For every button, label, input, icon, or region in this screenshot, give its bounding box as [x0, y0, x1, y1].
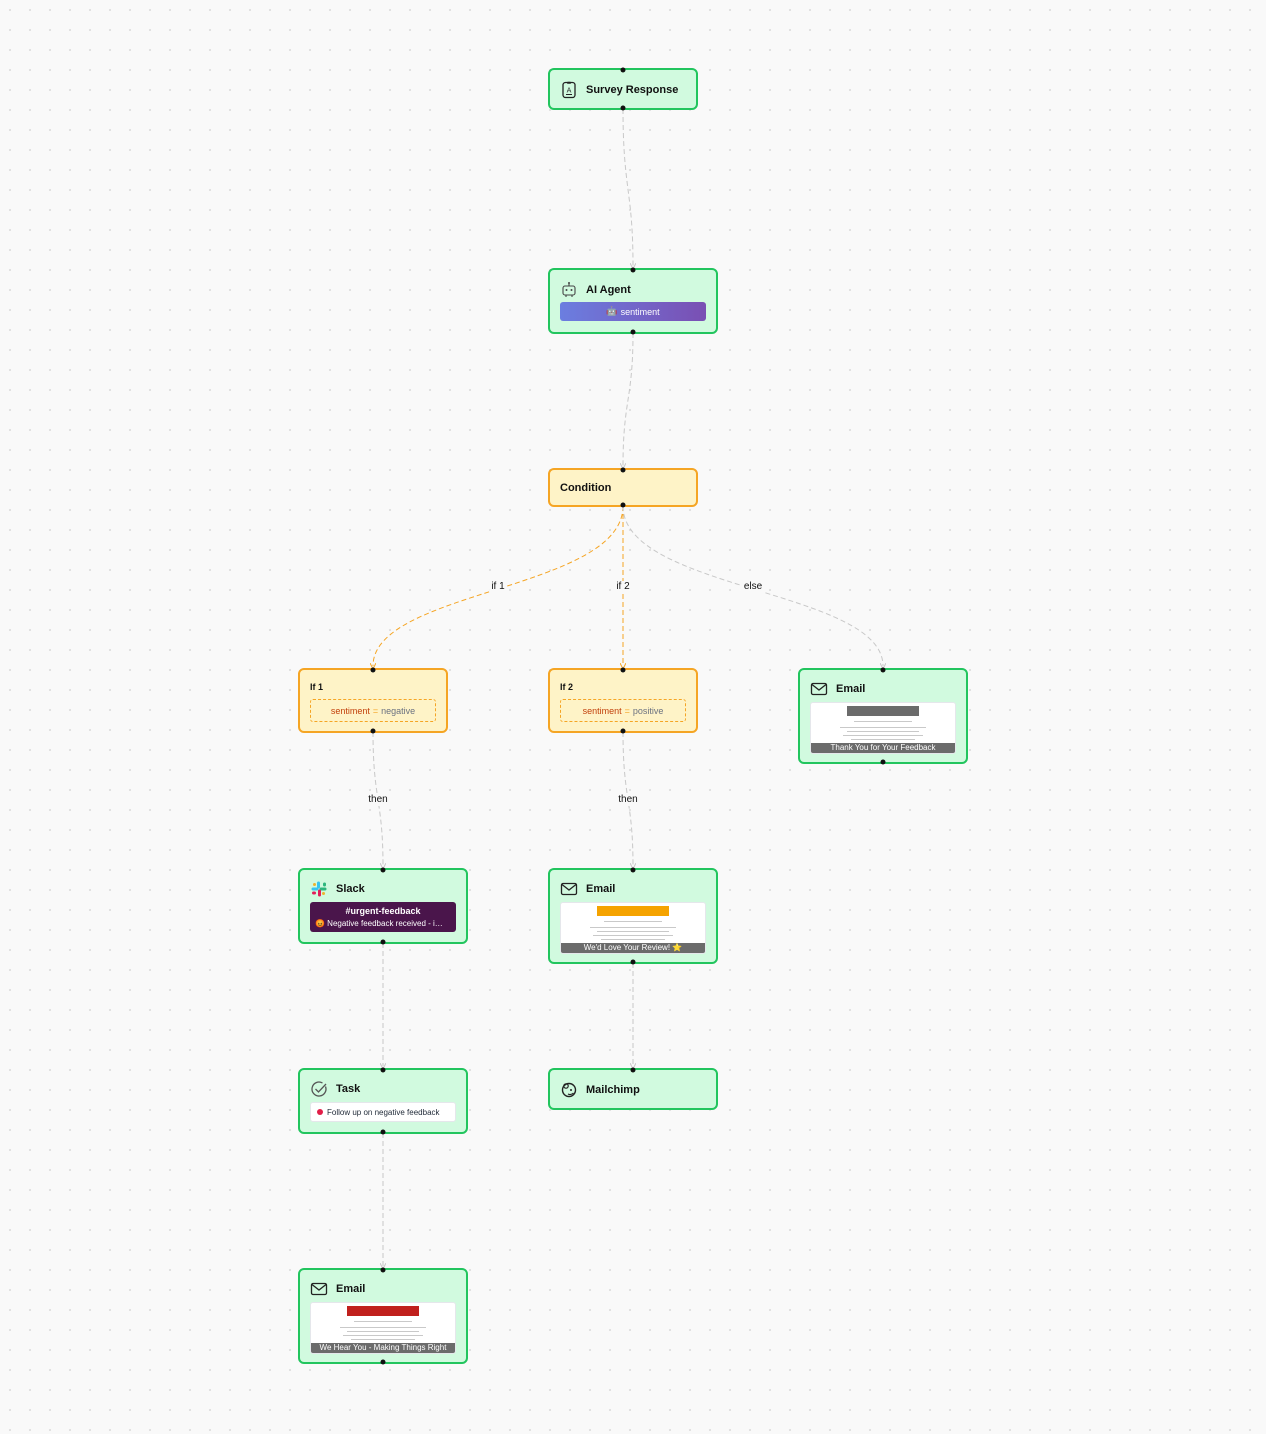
email-header-band	[597, 906, 669, 916]
email-subject: We Hear You - Making Things Right	[311, 1343, 455, 1353]
output-handle[interactable]	[620, 105, 626, 111]
input-handle[interactable]	[620, 467, 626, 473]
mailchimp-icon	[561, 1082, 577, 1098]
edge-label-if2: if 2	[614, 581, 632, 593]
node-task[interactable]: Task Follow up on negative feedback	[298, 1067, 468, 1135]
input-handle[interactable]	[370, 667, 376, 673]
node-email-else[interactable]: Email Thank You for Your Feedback	[798, 667, 968, 765]
node-title: Email	[336, 1283, 366, 1295]
condition-operator: =	[372, 705, 379, 716]
input-handle[interactable]	[380, 1067, 386, 1073]
node-title: Task	[336, 1083, 361, 1095]
edge-label-then-if2: then	[616, 794, 640, 806]
node-survey-response[interactable]: A Survey Response	[548, 67, 698, 111]
node-slack[interactable]: Slack #urgent-feedback 😡 Negative feedba…	[298, 867, 468, 945]
node-title: Email	[836, 683, 866, 695]
edge-agent-condition	[623, 332, 634, 466]
priority-dot-icon	[317, 1109, 323, 1115]
edge-label-else: else	[741, 581, 765, 593]
condition-variable: sentiment	[330, 705, 370, 716]
edge-label-if1: if 1	[489, 581, 507, 593]
node-ai-agent[interactable]: AI Agent 🤖 sentiment	[548, 267, 718, 335]
edge-condition-if1	[373, 505, 624, 666]
robot-icon	[562, 282, 576, 297]
slack-channel: #urgent-feedback	[345, 906, 421, 916]
task-text: Follow up on negative feedback	[327, 1107, 440, 1117]
input-handle[interactable]	[880, 667, 886, 673]
node-title: Slack	[336, 883, 365, 895]
output-handle[interactable]	[380, 939, 386, 945]
node-title: Mailchimp	[586, 1084, 640, 1096]
agent-output-label: sentiment	[620, 306, 660, 317]
input-handle[interactable]	[620, 667, 626, 673]
condition-expression: sentiment = positive	[560, 699, 686, 722]
email-preview: Thank You for Your Feedback	[810, 702, 956, 754]
envelope-icon	[310, 1282, 328, 1296]
node-title: Email	[586, 883, 616, 895]
email-subject: Thank You for Your Feedback	[811, 743, 955, 753]
input-handle[interactable]	[630, 267, 636, 273]
output-handle[interactable]	[630, 329, 636, 335]
node-title: Survey Response	[586, 84, 679, 96]
node-if1[interactable]: If 1 sentiment = negative	[298, 667, 448, 734]
survey-form-icon: A	[562, 81, 576, 99]
email-header-band	[847, 706, 919, 716]
node-email-negative[interactable]: Email We Hear You - Making Things Right	[298, 1267, 468, 1365]
node-title: If 1	[310, 682, 324, 692]
output-handle[interactable]	[380, 1129, 386, 1135]
condition-expression: sentiment = negative	[310, 699, 436, 722]
input-handle[interactable]	[630, 1067, 636, 1073]
slack-message-preview: #urgent-feedback 😡 Negative feedback rec…	[310, 902, 456, 932]
output-handle[interactable]	[380, 1359, 386, 1365]
node-mailchimp[interactable]: Mailchimp	[548, 1067, 718, 1110]
envelope-icon	[810, 682, 828, 696]
check-circle-icon	[311, 1081, 327, 1097]
email-preview: We'd Love Your Review! ⭐	[560, 902, 706, 954]
condition-value: positive	[632, 705, 664, 716]
output-handle[interactable]	[620, 502, 626, 508]
edge-label-then-if1: then	[366, 794, 390, 806]
output-handle[interactable]	[880, 759, 886, 765]
condition-variable: sentiment	[582, 705, 622, 716]
node-title: AI Agent	[586, 284, 631, 296]
node-title: If 2	[560, 682, 574, 692]
condition-value: negative	[381, 705, 416, 716]
slack-message: 😡 Negative feedback received - immediate…	[315, 919, 448, 928]
envelope-icon	[560, 882, 578, 896]
email-header-band	[347, 1306, 419, 1316]
node-if2[interactable]: If 2 sentiment = positive	[548, 667, 698, 734]
output-handle[interactable]	[620, 728, 626, 734]
input-handle[interactable]	[620, 67, 626, 73]
node-title: Condition	[560, 482, 612, 494]
node-email-positive[interactable]: Email We'd Love Your Review! ⭐	[548, 867, 718, 965]
email-subject: We'd Love Your Review! ⭐	[561, 943, 705, 953]
agent-output-pill: 🤖 sentiment	[560, 302, 706, 321]
condition-operator: =	[624, 705, 630, 716]
edge-survey-agent	[622, 108, 633, 266]
email-preview: We Hear You - Making Things Right	[310, 1302, 456, 1354]
input-handle[interactable]	[630, 867, 636, 873]
output-handle[interactable]	[630, 959, 636, 965]
input-handle[interactable]	[380, 867, 386, 873]
task-item: Follow up on negative feedback	[310, 1102, 456, 1122]
svg-text:A: A	[567, 87, 572, 95]
input-handle[interactable]	[380, 1267, 386, 1273]
output-handle[interactable]	[370, 728, 376, 734]
node-condition[interactable]: Condition	[548, 467, 698, 508]
slack-icon	[311, 881, 327, 897]
robot-icon: 🤖	[606, 306, 618, 316]
